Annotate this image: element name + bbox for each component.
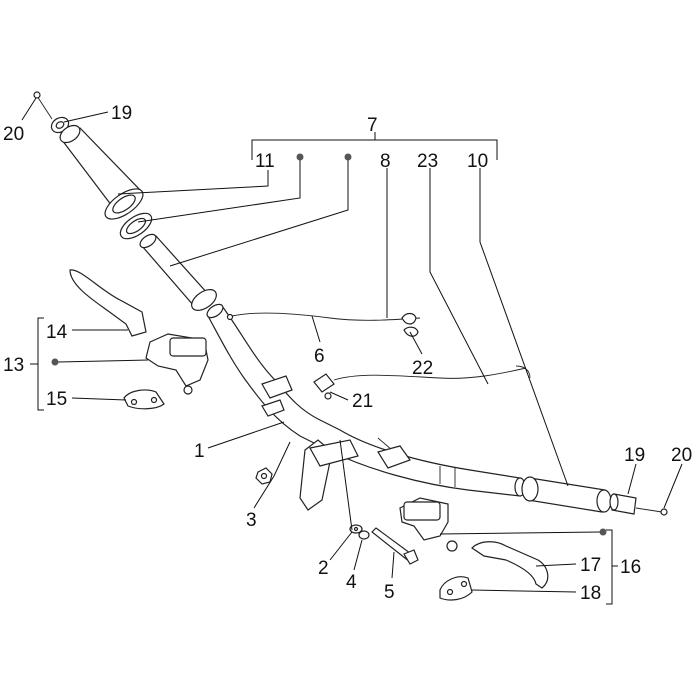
- label-part-13: 13: [3, 355, 24, 376]
- nut-part-3: [255, 467, 273, 485]
- label-part-3: 3: [246, 510, 257, 531]
- label-part-1: 1: [194, 441, 205, 462]
- left-grip-ring: [119, 212, 153, 240]
- label-part-8: 8: [380, 151, 391, 172]
- label-part-17: 17: [580, 555, 601, 576]
- label-part-20-left: 20: [3, 124, 24, 145]
- right-bar-end-weight: [609, 493, 637, 515]
- throttle-cable: [226, 312, 421, 325]
- cable-22-clip: [403, 326, 419, 337]
- label-part-2: 2: [318, 558, 329, 579]
- label-part-16: 16: [620, 557, 641, 578]
- label-part-11: 11: [255, 151, 275, 172]
- label-part-5: 5: [384, 582, 395, 603]
- label-part-10: 10: [467, 151, 488, 172]
- parts-drawings: [33, 91, 668, 601]
- right-lever-clamp: [439, 576, 473, 601]
- bolt-part-5: [371, 527, 419, 565]
- label-part-20-right: 20: [671, 445, 692, 466]
- bullet-dots: [51, 153, 607, 536]
- washer-part-2: [349, 524, 363, 534]
- bullet-dot: [599, 528, 607, 536]
- bullet-dot: [51, 358, 59, 366]
- label-part-14: 14: [46, 322, 68, 343]
- right-brake-lever: [471, 541, 549, 589]
- left-bar-end-bolt: [33, 91, 53, 120]
- right-master-cylinder: [399, 497, 458, 552]
- label-part-21: 21: [352, 391, 373, 412]
- label-part-18: 18: [580, 583, 601, 604]
- label-part-22: 22: [412, 358, 433, 379]
- label-part-7: 7: [367, 115, 378, 136]
- left-bar-end-weight: [50, 116, 70, 134]
- bullet-dot: [296, 153, 304, 161]
- label-part-19-left: 19: [111, 103, 132, 124]
- label-part-23: 23: [417, 151, 438, 172]
- left-grip: [59, 124, 144, 220]
- cable-21-clip: [313, 373, 335, 400]
- label-part-15: 15: [46, 389, 67, 410]
- bullet-dot: [344, 153, 352, 161]
- label-part-4: 4: [346, 572, 357, 593]
- left-brake-lever: [69, 269, 147, 337]
- handlebar-main: [206, 303, 526, 511]
- part-labels: 7 11 8 23 10 20 19 14 13 15 6 22 21 1 3 …: [3, 103, 692, 604]
- label-part-19-right: 19: [624, 445, 645, 466]
- left-master-cylinder: [145, 333, 209, 395]
- right-bar-end-bolt: [635, 507, 668, 516]
- throttle-tube: [139, 233, 217, 311]
- label-part-6: 6: [314, 346, 325, 367]
- leader-lines: [21, 97, 683, 605]
- right-grip: [521, 476, 612, 513]
- washer-part-4: [358, 530, 370, 540]
- left-lever-clamp: [123, 389, 165, 410]
